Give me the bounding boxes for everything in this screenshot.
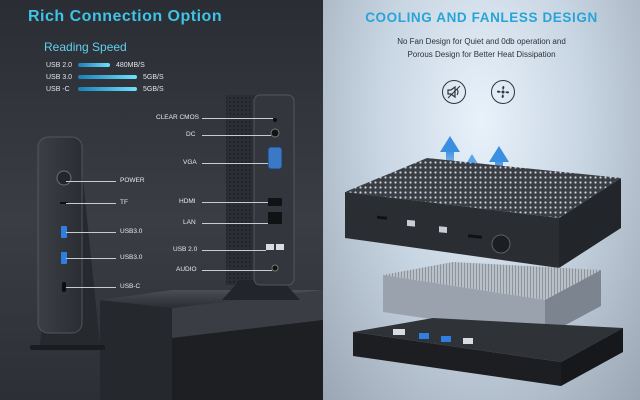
port-label-usb3-lower: USB3.0 xyxy=(120,254,143,261)
mini-pc-rear-view xyxy=(222,94,300,300)
speed-label: USB 3.0 xyxy=(46,73,73,81)
mini-pc-front-view xyxy=(30,136,105,350)
speed-value: 480MB/S xyxy=(116,61,145,69)
port-label-usb-c: USB-C xyxy=(120,283,141,290)
port-label-vga: VGA xyxy=(183,159,197,166)
motherboard-base xyxy=(353,318,623,386)
speed-bar xyxy=(78,75,137,79)
speed-row-usb3: USB 3.0 5GB/S xyxy=(46,71,164,83)
usb2-port-icon xyxy=(266,244,274,250)
cooling-illustration xyxy=(345,136,623,386)
port-label-tf: TF xyxy=(120,199,128,206)
port-label-lan: LAN xyxy=(183,219,196,226)
fan-off-icon xyxy=(491,80,515,104)
speed-label: USB -C xyxy=(46,85,70,93)
display-pedestal xyxy=(100,290,323,400)
port-label-dc: DC xyxy=(186,131,196,138)
cooling-subtitle-line2: Porous Design for Better Heat Dissipatio… xyxy=(407,50,556,59)
reading-speed-title: Reading Speed xyxy=(44,40,127,54)
port-label-power: POWER xyxy=(120,177,145,184)
usb3-port-icon xyxy=(61,226,67,238)
mini-pc-case xyxy=(345,158,621,268)
vga-port-icon xyxy=(267,146,283,170)
cooling-subtitle-line1: No Fan Design for Quiet and 0db operatio… xyxy=(397,37,566,46)
heatsink xyxy=(383,262,601,336)
lan-port-icon xyxy=(268,212,282,224)
usb-c-port-icon xyxy=(62,282,66,292)
usb3-port-icon xyxy=(61,252,67,264)
speed-row-usbc: USB -C 5GB/S xyxy=(46,83,164,95)
speed-bar xyxy=(78,87,137,91)
power-button-icon xyxy=(56,170,72,186)
power-button-icon xyxy=(491,234,511,254)
speed-value: 5GB/S xyxy=(143,85,164,93)
dc-port-icon xyxy=(270,128,280,138)
hdmi-port-icon xyxy=(268,198,282,206)
speed-value: 5GB/S xyxy=(143,73,164,81)
speaker-mute-icon xyxy=(442,80,466,104)
speed-label: USB 2.0 xyxy=(46,61,73,69)
usb2-port-icon xyxy=(276,244,284,250)
rich-connection-title: Rich Connection Option xyxy=(28,8,223,25)
port-label-hdmi: HDMI xyxy=(179,198,196,205)
speed-row-usb2: USB 2.0 480MB/S xyxy=(46,59,145,71)
tf-slot-icon xyxy=(60,202,68,204)
cooling-title: COOLING AND FANLESS DESIGN xyxy=(365,10,598,25)
cooling-panel: COOLING AND FANLESS DESIGN No Fan Design… xyxy=(323,0,640,400)
port-label-clear-cmos: CLEAR CMOS xyxy=(156,114,199,121)
port-label-usb2: USB 2.0 xyxy=(173,246,198,253)
product-illustration xyxy=(30,94,323,400)
port-label-audio: AUDIO xyxy=(176,266,197,273)
clear-cmos-icon xyxy=(273,118,277,122)
rich-connection-panel: Rich Connection Option Reading Speed USB… xyxy=(0,0,323,400)
audio-jack-icon xyxy=(271,264,279,272)
port-label-usb3-upper: USB3.0 xyxy=(120,228,143,235)
speed-bar xyxy=(78,63,110,67)
